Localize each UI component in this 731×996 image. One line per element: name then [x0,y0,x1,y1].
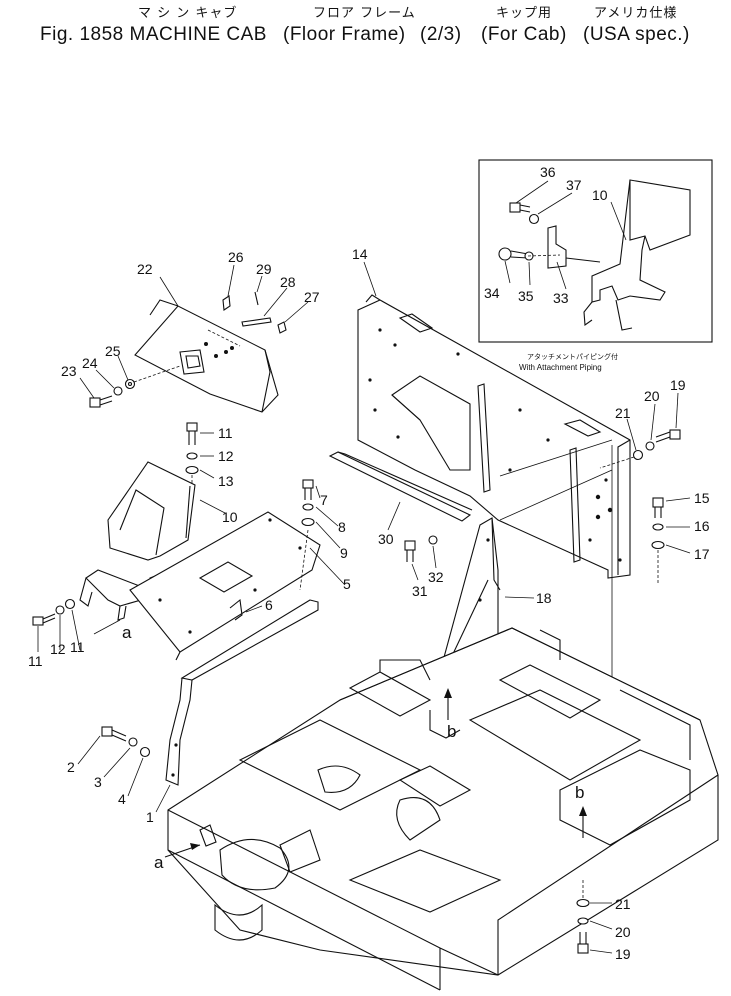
callout-11-lower-2: 11 [70,639,85,655]
callout-28: 28 [280,274,296,290]
callout-8: 8 [338,519,346,535]
figure-title: Fig. 1858 MACHINE CAB [40,24,267,45]
ref-b-upper: b [447,722,456,741]
inset-bolt-36 [509,202,531,213]
callout-6: 6 [265,597,273,613]
jp-machine-cab-label: マ シ ン キャブ [138,6,238,21]
callout-13: 13 [218,473,234,489]
callout-26: 26 [228,249,244,265]
callout-16: 16 [694,518,710,534]
callout-9: 9 [340,545,348,561]
inset-note-en: With Attachment Piping [519,363,602,372]
callout-17: 17 [694,546,710,562]
callout-10: 10 [222,509,238,525]
ref-b-lower: b [575,783,584,802]
callout-32: 32 [428,569,444,585]
floor-plate-5 [129,511,346,661]
callout-5: 5 [343,576,351,592]
callout-22: 22 [137,261,153,277]
callout-37: 37 [566,177,582,193]
inset-frame [478,159,713,343]
bolt-set-31-32 [404,535,438,581]
callout-7: 7 [320,492,328,508]
callout-27: 27 [304,289,320,305]
inset-guard-plate [629,179,691,251]
callout-19-bottom: 19 [615,946,631,962]
rail-1 [155,599,319,813]
callout-numbers: 22 26 29 28 27 25 24 23 14 19 20 21 11 1… [28,246,710,962]
jp-usa-spec-label: アメリカ仕様 [594,6,678,21]
callout-2: 2 [67,759,75,775]
title-for-cab: (For Cab) [481,24,567,45]
jp-for-cab-label: キップ用 [496,6,553,21]
rear-panel-14 [357,261,631,579]
ref-a-upper: a [122,623,132,642]
callout-18: 18 [536,590,552,606]
callout-11-top: 11 [218,425,233,441]
callout-19-top: 19 [670,377,686,393]
inset-bolt-34 [498,247,529,261]
bolt-set-19-21-bottom [576,880,613,954]
bolt-set-23-25 [79,355,181,408]
bar-30 [328,451,473,531]
callout-21-top: 21 [615,405,631,421]
callout-11-lower: 11 [28,653,43,669]
attachment-piping-inset: 36 37 10 34 35 33 [478,159,713,343]
inset-bracket-33 [547,225,567,269]
callout-14: 14 [352,246,368,262]
bolt-set-19-21-top [599,392,681,469]
title-usa-spec: (USA spec.) [583,24,690,45]
callout-23: 23 [61,363,77,379]
figure-header: マ シ ン キャブ フロア フレーム キップ用 アメリカ仕様 Fig. 1858… [0,0,731,60]
callout-3: 3 [94,774,102,790]
title-page-number: (2/3) [420,24,462,45]
callout-29: 29 [256,261,272,277]
callout-34: 34 [484,285,500,301]
bolt-set-15-17 [651,497,691,585]
floor-frame [167,627,719,991]
jp-floor-frame-label: フロア フレーム [313,6,416,21]
callout-33: 33 [553,290,569,306]
callout-25: 25 [105,343,121,359]
callout-12-lower: 12 [50,641,66,657]
callout-10-inset: 10 [592,187,608,203]
reference-letters: a a b b [122,623,584,872]
callout-30: 30 [378,531,394,547]
callout-35: 35 [518,288,534,304]
reference-arrows [164,688,587,858]
callout-15: 15 [694,490,710,506]
callout-4: 4 [118,791,126,807]
callout-12-top: 12 [218,448,234,464]
panel-holes [368,328,622,562]
callout-20-bottom: 20 [615,924,631,940]
title-floor-frame: (Floor Frame) [283,24,406,45]
small-parts-26-29 [159,264,309,334]
callout-24: 24 [82,355,98,371]
bolt-set-11-12-lower [32,598,121,652]
callout-21-bottom: 21 [615,896,631,912]
console-cover-22 [134,299,279,413]
callout-36: 36 [540,164,556,180]
callout-20-top: 20 [644,388,660,404]
bolt-set-2-4 [77,726,151,797]
callout-1: 1 [146,809,154,825]
clip-6 [229,598,243,621]
bolt-set-7-9 [301,479,341,549]
callout-31: 31 [412,583,428,599]
inset-note-jp: アタッチメントパイピング付 [527,352,618,361]
inset-washer-37 [528,213,540,225]
ref-a-lower: a [154,853,164,872]
